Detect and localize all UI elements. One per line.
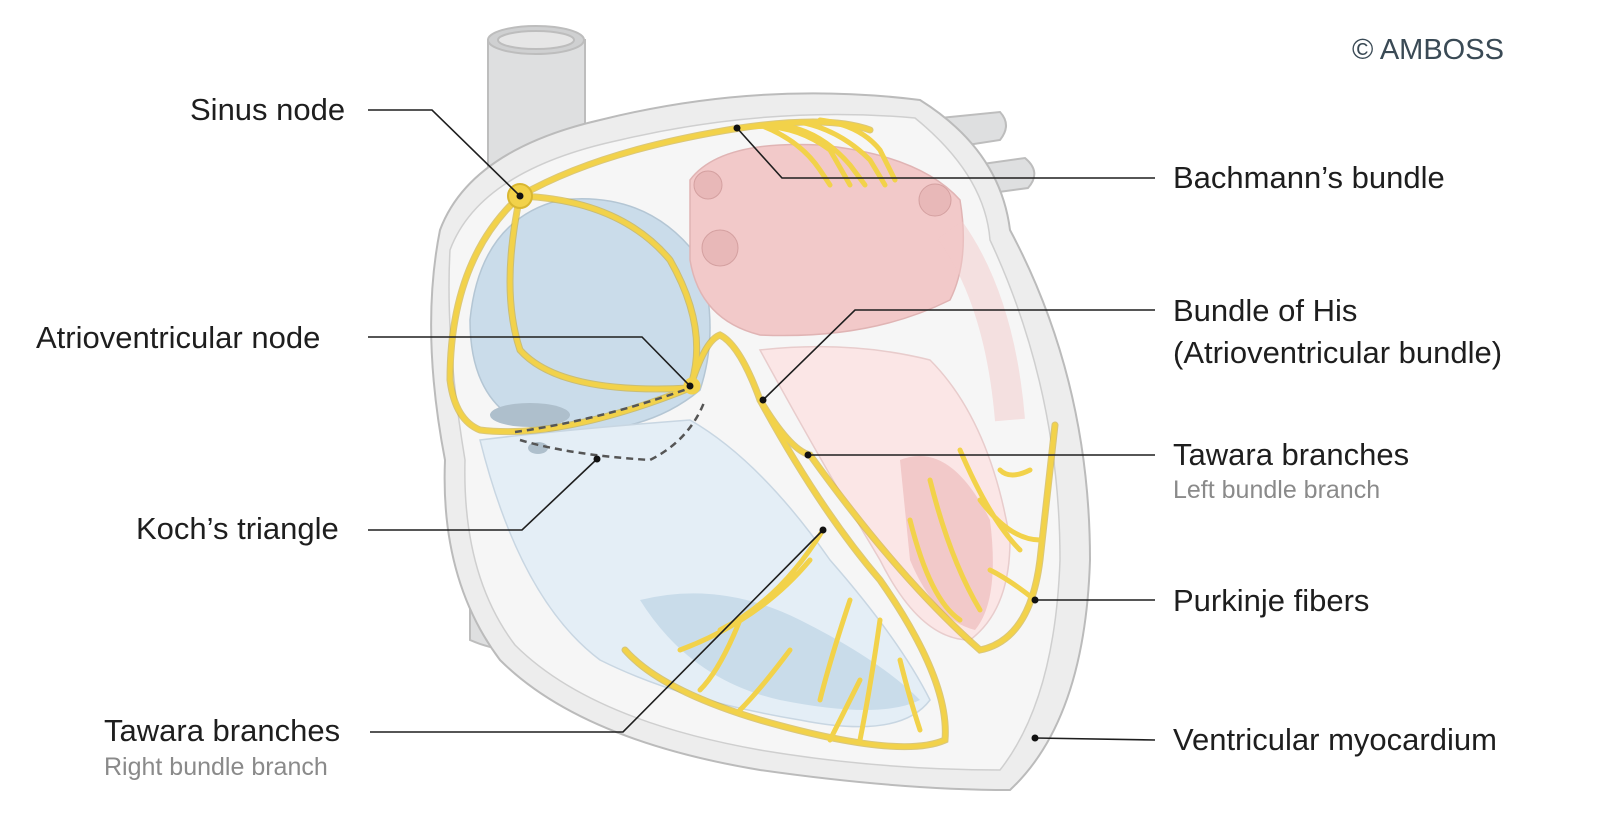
label-bundle-of-his: Bundle of His <box>1173 293 1358 328</box>
label-left-bundle-branch: Left bundle branch <box>1173 476 1381 504</box>
leader-bachmann <box>736 127 1155 179</box>
label-ventricular-myocardium: Ventricular myocardium <box>1173 722 1497 757</box>
label-tawara-right: Tawara branches <box>104 713 341 748</box>
kochs-triangle-outline <box>514 386 707 462</box>
label-av-node: Atrioventricular node <box>36 320 321 355</box>
leader-ventricular-myocardium <box>1034 737 1156 741</box>
leader-dots <box>516 124 1039 742</box>
label-sinus-node: Sinus node <box>190 92 346 127</box>
label-purkinje: Purkinje fibers <box>1173 583 1370 618</box>
label-tawara-left: Tawara branches <box>1173 437 1410 472</box>
copyright-logo: © AMBOSS <box>1352 34 1504 66</box>
label-bachmann: Bachmann’s bundle <box>1173 160 1445 195</box>
leader-av-node <box>368 336 691 387</box>
leader-sinus-node <box>368 109 521 197</box>
label-right-bundle-branch: Right bundle branch <box>104 753 328 781</box>
conduction-system <box>446 117 1059 751</box>
leader-tawara-right <box>370 529 824 733</box>
leader-kochs-triangle <box>368 458 598 531</box>
label-av-bundle: (Atrioventricular bundle) <box>1173 335 1503 370</box>
leader-lines <box>368 109 1156 741</box>
label-kochs-triangle: Koch’s triangle <box>136 511 339 546</box>
leader-his <box>762 309 1155 401</box>
